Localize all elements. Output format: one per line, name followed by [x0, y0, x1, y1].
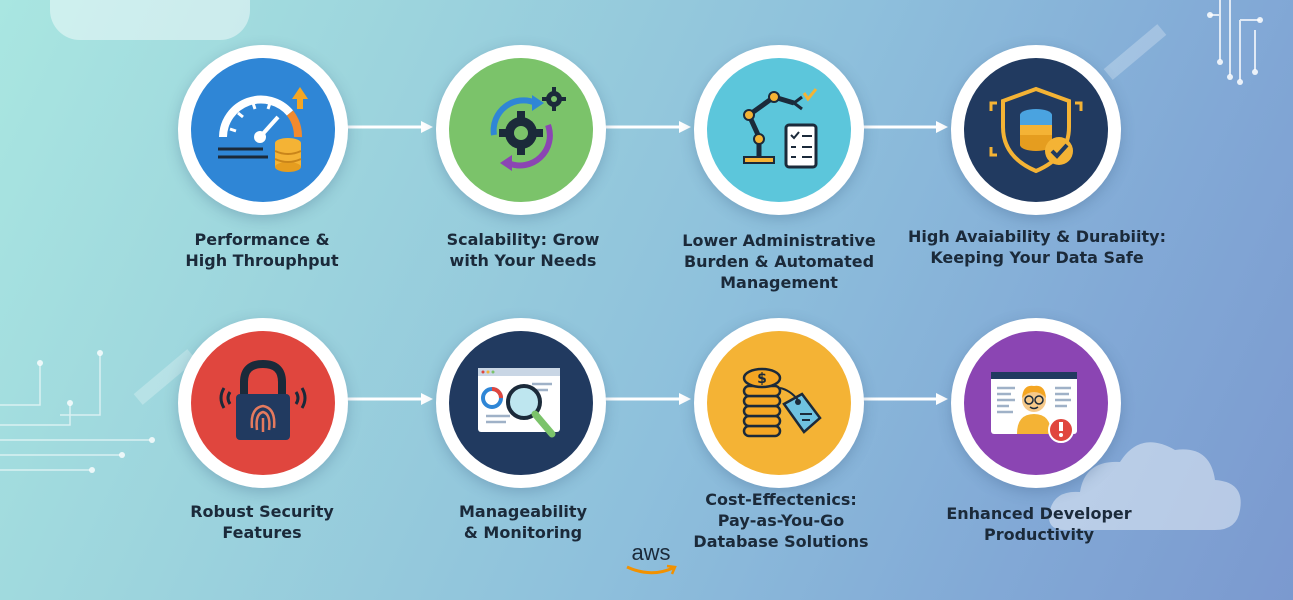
- step-icon-background: [707, 58, 851, 202]
- step-scalability-node: [436, 45, 606, 215]
- step-developer-label: Enhanced Developer Productivity: [919, 503, 1159, 545]
- background-cloud: [50, 0, 250, 40]
- step-cost-node: $: [694, 318, 864, 488]
- step-performance-node: [178, 45, 348, 215]
- step-manageability-label: Manageability & Monitoring: [403, 501, 643, 543]
- background-streak: [1103, 24, 1167, 80]
- step-developer-node: [951, 318, 1121, 488]
- shield-database-check-icon: [989, 86, 1083, 174]
- label-line: Burden & Automated: [683, 252, 875, 271]
- step-cost-label: Cost-Effectenics: Pay-as-You-Go Database…: [661, 489, 901, 552]
- flow-arrow: [862, 393, 948, 405]
- label-line: High Throuphput: [185, 251, 339, 270]
- robot-arm-checklist-icon: [743, 88, 818, 169]
- label-line: Lower Administrative: [682, 231, 876, 250]
- label-line: Database Solutions: [693, 532, 869, 551]
- flow-arrow: [347, 121, 433, 133]
- step-security-label: Robust Security Features: [142, 501, 382, 543]
- speedometer-database-icon: [218, 87, 308, 172]
- label-line: Pay-as-You-Go: [717, 511, 845, 530]
- step-manageability-node: [436, 318, 606, 488]
- step-admin-label: Lower Administrative Burden & Automated …: [659, 230, 899, 293]
- label-line: Manageability: [459, 502, 587, 521]
- circuit-lines-icon: [0, 350, 155, 473]
- flow-arrow: [605, 393, 691, 405]
- aws-logo: aws: [621, 540, 681, 580]
- label-line: Productivity: [983, 525, 1095, 544]
- step-icon-background: [449, 331, 593, 475]
- aws-logo-text: aws: [631, 540, 671, 565]
- step-icon-background: [449, 58, 593, 202]
- label-line: Cost-Effectenics:: [705, 490, 857, 509]
- step-availability-node: [951, 45, 1121, 215]
- step-icon-background: [964, 331, 1108, 475]
- developer-screen-alert-icon: [991, 372, 1077, 443]
- flow-arrow: [862, 121, 948, 133]
- coins-price-tag-icon: $: [742, 367, 822, 438]
- step-security-node: [178, 318, 348, 488]
- step-availability-label: High Avaiability & Durabiity: Keeping Yo…: [907, 226, 1167, 268]
- gears-cycle-icon: [490, 87, 566, 171]
- step-icon-background: [191, 58, 335, 202]
- step-admin-node: [694, 45, 864, 215]
- step-performance-label: Performance & High Throuphput: [142, 229, 382, 271]
- aws-smile-icon: [626, 564, 677, 575]
- label-line: Management: [720, 273, 838, 292]
- label-line: Features: [222, 523, 302, 542]
- label-line: with Your Needs: [449, 251, 597, 270]
- label-line: Keeping Your Data Safe: [930, 248, 1144, 267]
- flow-arrow: [605, 121, 691, 133]
- label-line: Enhanced Developer: [946, 504, 1132, 523]
- padlock-fingerprint-icon: [219, 359, 307, 440]
- label-line: Scalability: Grow: [446, 230, 600, 249]
- step-icon-background: [964, 58, 1108, 202]
- label-line: Robust Security: [190, 502, 334, 521]
- circuit-lines-icon: [1207, 0, 1263, 85]
- flow-arrow: [347, 393, 433, 405]
- label-line: High Avaiability & Durabiity:: [908, 227, 1166, 246]
- step-icon-background: $: [707, 331, 851, 475]
- background-cloud-icon: [1049, 442, 1241, 530]
- label-line: Performance &: [194, 230, 330, 249]
- step-icon-background: [191, 331, 335, 475]
- dashboard-magnifier-icon: [478, 368, 560, 438]
- label-line: & Monitoring: [463, 523, 583, 542]
- step-scalability-label: Scalability: Grow with Your Needs: [403, 229, 643, 271]
- svg-text:$: $: [757, 371, 767, 387]
